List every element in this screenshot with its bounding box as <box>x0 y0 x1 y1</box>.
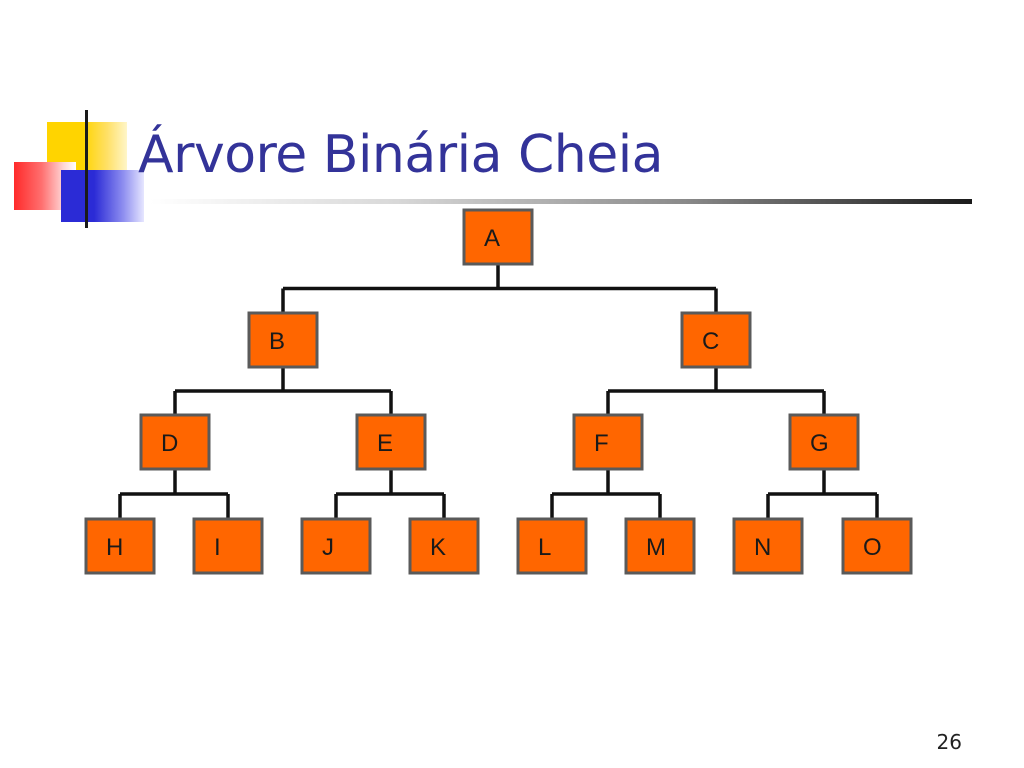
tree-node-box <box>84 517 156 575</box>
tree-node-j: J <box>300 517 372 575</box>
tree-node-i: I <box>192 517 264 575</box>
tree-node-label: F <box>594 430 609 457</box>
tree-node-g: G <box>788 413 860 471</box>
tree-node-box <box>462 208 534 266</box>
tree-node-label: N <box>754 534 771 561</box>
tree-node-b: B <box>247 311 319 369</box>
tree-node-h: H <box>84 517 156 575</box>
tree-node-box <box>139 413 211 471</box>
tree-node-label: J <box>322 534 334 561</box>
logo-vertical-line <box>85 110 88 228</box>
title-underline <box>150 199 972 204</box>
tree-node-c: C <box>680 311 752 369</box>
tree-node-box <box>624 517 696 575</box>
tree-node-a: A <box>462 208 534 266</box>
tree-node-box <box>355 413 427 471</box>
tree-node-e: E <box>355 413 427 471</box>
tree-node-n: N <box>732 517 804 575</box>
tree-node-f: F <box>572 413 644 471</box>
tree-node-label: B <box>269 328 285 355</box>
tree-node-l: L <box>516 517 588 575</box>
tree-node-label: C <box>702 328 719 355</box>
slide-title: Árvore Binária Cheia <box>138 125 664 185</box>
tree-node-box <box>572 413 644 471</box>
tree-node-o: O <box>841 517 913 575</box>
tree-node-box <box>408 517 480 575</box>
logo-blue-square <box>61 170 144 222</box>
tree-node-label: M <box>646 534 666 561</box>
tree-node-label: L <box>538 534 551 561</box>
tree-node-box <box>300 517 372 575</box>
tree-node-k: K <box>408 517 480 575</box>
tree-edges <box>118 264 879 519</box>
tree-node-label: D <box>161 430 178 457</box>
tree-node-label: E <box>377 430 393 457</box>
tree-nodes: A B C D E F G H I J K L M N O <box>84 208 913 575</box>
tree-node-box <box>247 311 319 369</box>
tree-node-box <box>788 413 860 471</box>
tree-node-box <box>732 517 804 575</box>
page-number: 26 <box>936 730 962 754</box>
tree-node-box <box>841 517 913 575</box>
tree-node-d: D <box>139 413 211 471</box>
tree-node-label: I <box>214 534 221 561</box>
tree-node-box <box>680 311 752 369</box>
tree-node-box <box>192 517 264 575</box>
tree-node-label: H <box>106 534 123 561</box>
tree-node-box <box>516 517 588 575</box>
tree-node-m: M <box>624 517 696 575</box>
tree-node-label: O <box>863 534 882 561</box>
tree-node-label: A <box>484 225 500 252</box>
tree-node-label: K <box>430 534 446 561</box>
tree-node-label: G <box>810 430 829 457</box>
